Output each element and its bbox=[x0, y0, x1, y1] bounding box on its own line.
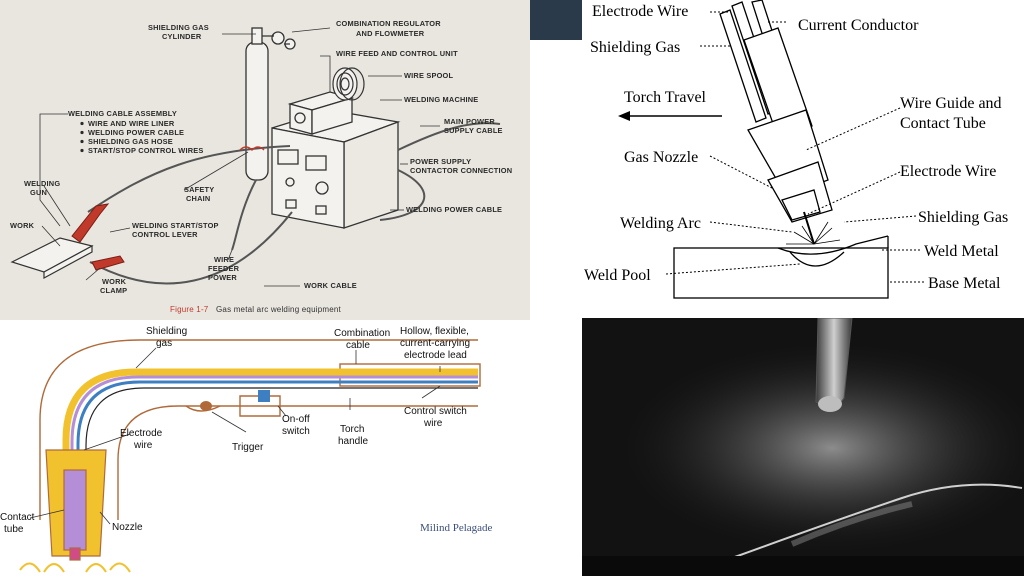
label-electrode-2: wire bbox=[133, 440, 153, 451]
label-shielding: Shielding bbox=[146, 326, 187, 337]
label-shielding-2: gas bbox=[156, 338, 172, 349]
base-metal bbox=[673, 235, 889, 299]
welding-photo-panel bbox=[582, 318, 1024, 576]
label-base-metal: Base Metal bbox=[928, 275, 1001, 292]
label-trigger: Trigger bbox=[232, 442, 264, 453]
label-start-stop: WELDING START/STOP bbox=[132, 221, 219, 230]
colored-torch-diagram: Shielding gas Combination cable Hollow, … bbox=[0, 326, 481, 573]
torch-travel-arrow bbox=[618, 111, 722, 121]
label-hollow-2: current-carrying bbox=[400, 338, 470, 349]
label-work: WORK bbox=[10, 221, 35, 230]
flame-arcs bbox=[19, 562, 131, 573]
leader-lines bbox=[665, 11, 924, 283]
conductor-lines bbox=[70, 375, 478, 548]
label-weld-pool: Weld Pool bbox=[584, 267, 651, 284]
label-welding-gun: WELDING bbox=[24, 179, 60, 188]
label-power-supply: POWER SUPPLY bbox=[410, 157, 471, 166]
label-safety-chain: SAFETY bbox=[184, 185, 214, 194]
label-wire-feeder-3: POWER bbox=[208, 273, 237, 282]
label-power-supply-2: CONTACTOR CONNECTION bbox=[410, 166, 512, 175]
label-main-power: MAIN POWER bbox=[444, 117, 495, 126]
leader-lines bbox=[39, 27, 440, 287]
torch-cross-section-diagram: Electrode Wire Current Conductor Shieldi… bbox=[584, 0, 1008, 299]
welding-gun bbox=[71, 203, 110, 243]
label-combination-regulator: COMBINATION REGULATOR bbox=[336, 19, 441, 28]
author-signature: Milind Pelagade bbox=[420, 522, 493, 534]
figure-caption-num: Figure 1-7 bbox=[170, 305, 209, 314]
label-cable-assembly: WELDING CABLE ASSEMBLY bbox=[68, 109, 177, 118]
label-bullet-3: SHIELDING GAS HOSE bbox=[88, 137, 173, 146]
colored-torch-panel: Shielding gas Combination cable Hollow, … bbox=[0, 320, 530, 576]
label-nozzle: Nozzle bbox=[112, 522, 143, 533]
leader-lines bbox=[29, 347, 441, 525]
label-gas-nozzle: Gas Nozzle bbox=[624, 149, 698, 166]
label-work-cable: WORK CABLE bbox=[304, 281, 357, 290]
label-welding-power-cable: WELDING POWER CABLE bbox=[406, 205, 502, 214]
label-start-stop-2: CONTROL LEVER bbox=[132, 230, 198, 239]
cables bbox=[87, 122, 501, 285]
arc-sparks bbox=[786, 221, 841, 245]
label-shielding-gas-right: Shielding Gas bbox=[918, 209, 1008, 226]
label-welding-arc: Welding Arc bbox=[620, 215, 701, 232]
label-bullet-1: WIRE AND WIRE LINER bbox=[88, 119, 175, 128]
label-contact-2: tube bbox=[4, 524, 24, 535]
label-wire-feed-unit: WIRE FEED AND CONTROL UNIT bbox=[336, 49, 458, 58]
wire-spool bbox=[332, 67, 365, 101]
gas-cylinder bbox=[245, 27, 296, 181]
welding-photo bbox=[582, 318, 1024, 576]
label-welding-gun-2: GUN bbox=[30, 188, 47, 197]
label-electrode: Electrode bbox=[120, 428, 163, 439]
label-wire-guide-2: Contact Tube bbox=[900, 115, 986, 132]
label-wire-feeder: WIRE bbox=[214, 255, 234, 264]
label-safety-chain-2: CHAIN bbox=[186, 194, 210, 203]
label-contact: Contact bbox=[0, 512, 35, 523]
label-main-power-2: SUPPLY CABLE bbox=[444, 126, 503, 135]
label-welding-machine: WELDING MACHINE bbox=[404, 95, 478, 104]
label-torch-handle: Torch bbox=[340, 424, 364, 435]
bullet-dots bbox=[80, 121, 84, 153]
gmaw-equipment-panel: SHIELDING GAS CYLINDER COMBINATION REGUL… bbox=[0, 0, 530, 320]
label-wire-feeder-2: FEEDER bbox=[208, 264, 240, 273]
label-shielding-gas-cylinder: SHIELDING GAS bbox=[148, 23, 209, 32]
label-current-conductor: Current Conductor bbox=[798, 17, 919, 34]
gas-tube bbox=[62, 368, 478, 550]
gmaw-equipment-diagram: SHIELDING GAS CYLINDER COMBINATION REGUL… bbox=[10, 19, 512, 314]
label-wire-guide: Wire Guide and bbox=[900, 95, 1002, 112]
label-shielding-gas-left: Shielding Gas bbox=[590, 39, 680, 56]
work-clamp-shape bbox=[91, 255, 125, 271]
label-combination: Combination bbox=[334, 328, 390, 339]
label-bullet-4: START/STOP CONTROL WIRES bbox=[88, 146, 204, 155]
label-work-clamp: WORK bbox=[102, 277, 127, 286]
safety-chain bbox=[239, 146, 265, 151]
label-control-switch: Control switch bbox=[404, 406, 467, 417]
label-bullet-2: WELDING POWER CABLE bbox=[88, 128, 184, 137]
label-torch-handle-2: handle bbox=[338, 436, 368, 447]
torch-cross-section-panel: Electrode Wire Current Conductor Shieldi… bbox=[582, 0, 1024, 316]
torch-body bbox=[719, 0, 833, 245]
nozzle bbox=[45, 449, 107, 561]
figure-caption-text: Gas metal arc welding equipment bbox=[216, 305, 342, 314]
label-work-clamp-2: CLAMP bbox=[100, 286, 127, 295]
label-torch-travel: Torch Travel bbox=[624, 89, 707, 106]
label-electrode-wire-top: Electrode Wire bbox=[592, 3, 688, 20]
wire-feed-unit bbox=[287, 91, 355, 135]
trigger bbox=[200, 390, 270, 411]
label-hollow-3: electrode lead bbox=[404, 350, 467, 361]
header-accent-bar bbox=[530, 0, 582, 40]
label-electrode-wire-right: Electrode Wire bbox=[900, 163, 996, 180]
label-wire-spool: WIRE SPOOL bbox=[404, 71, 454, 80]
torch-outline bbox=[39, 339, 481, 520]
label-weld-metal: Weld Metal bbox=[924, 243, 999, 260]
label-combination-2: cable bbox=[346, 340, 370, 351]
work-pieces bbox=[10, 237, 94, 280]
label-control-switch-2: wire bbox=[423, 418, 443, 429]
label-on-off: On-off bbox=[282, 414, 310, 425]
label-hollow: Hollow, flexible, bbox=[400, 326, 469, 337]
label-shielding-gas-cylinder-2: CYLINDER bbox=[162, 32, 202, 41]
label-on-off-2: switch bbox=[282, 426, 310, 437]
label-combination-regulator-2: AND FLOWMETER bbox=[356, 29, 425, 38]
